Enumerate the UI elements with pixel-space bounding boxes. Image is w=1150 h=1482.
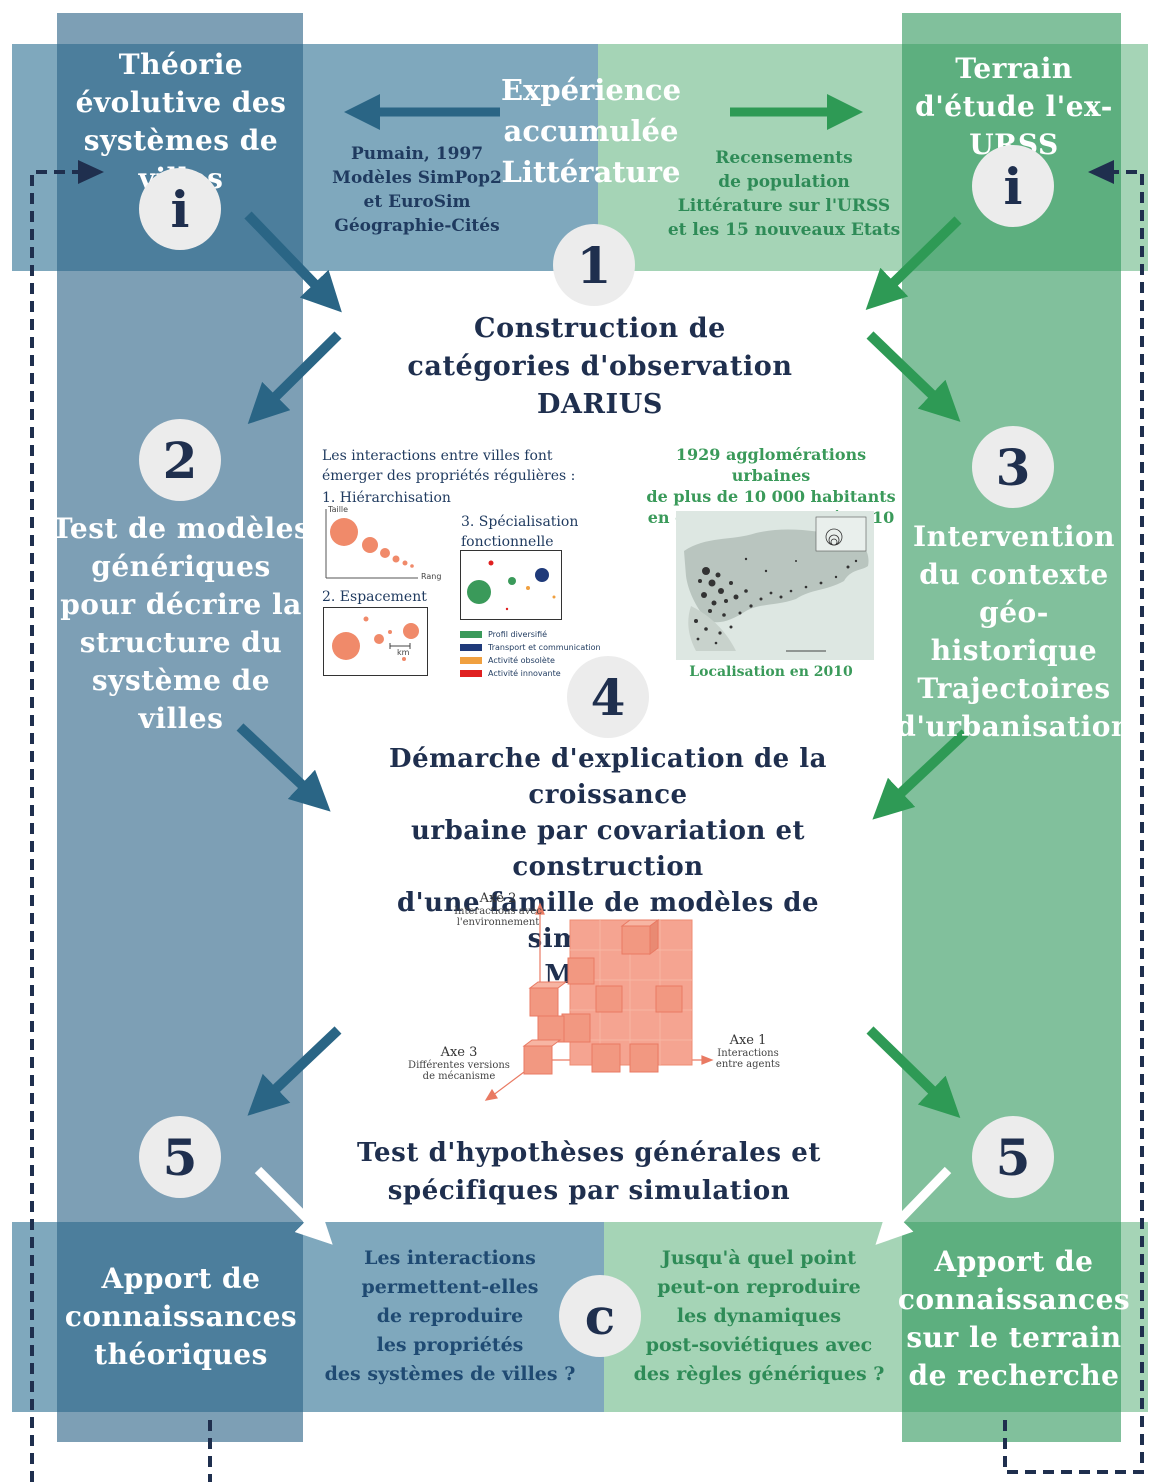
- question-right: Jusqu'à quel point peut-on reproduire le…: [633, 1247, 885, 1385]
- step-5-marker-right: 5: [972, 1116, 1054, 1198]
- step-4-marker: 4: [567, 656, 649, 738]
- feedback-loop-right: [1003, 170, 1144, 1474]
- arrow-5-to-question-left: [254, 1166, 333, 1245]
- footer-left-title: Apport de connaissances théoriques: [64, 1262, 298, 1371]
- property-2-label: 2. Espacement: [322, 589, 427, 605]
- legend-item: Activité innovante: [460, 667, 601, 680]
- step-2-marker: 2: [139, 419, 221, 501]
- specialisation-legend: Profil diversifié Transport et communica…: [460, 628, 601, 680]
- step-5-title: Test d'hypothèses générales et spécifiqu…: [357, 1138, 821, 1206]
- step-1-marker: 1: [553, 224, 635, 306]
- map-location-label: Localisation en 2010: [689, 664, 853, 680]
- info-marker-right: i: [972, 145, 1054, 227]
- arrow-i-to-1: [244, 211, 342, 313]
- arrow-4-to-5-left: [247, 1026, 342, 1116]
- header-right-references: Recensements de population Littérature s…: [667, 148, 901, 240]
- hierarchy-y-label: Taille: [328, 505, 349, 514]
- legend-item: Profil diversifié: [460, 628, 601, 641]
- question-left: Les interactions permettent-elles de rep…: [324, 1247, 576, 1385]
- header-left-title: Théorie évolutive des systèmes de villes: [75, 48, 287, 195]
- arrow-2-to-4: [236, 723, 331, 812]
- conclusion-marker: c: [559, 1275, 641, 1357]
- header-center-title: Expérience accumulée Littérature: [500, 73, 682, 189]
- spacing-plot: [323, 607, 428, 676]
- axis-2-label: Axe 2 Interactions avec l'environnement: [454, 891, 542, 929]
- left-column: [57, 13, 303, 1442]
- header-left-references: Pumain, 1997 Modèles SimPop2 et EuroSim …: [332, 144, 502, 236]
- property-1-label: 1. Hiérarchisation: [322, 490, 451, 506]
- legend-item: Transport et communication: [460, 641, 601, 654]
- property-3-label: 3. Spécialisation fonctionnelle: [461, 514, 579, 550]
- specialisation-plot: [460, 550, 562, 620]
- legend-item: Activité obsolète: [460, 654, 601, 667]
- step-5-marker-left: 5: [139, 1116, 221, 1198]
- arrow-5-to-question-right: [875, 1166, 952, 1245]
- ussr-city-map: [676, 511, 874, 660]
- arrow-i-to-1-green: [865, 216, 962, 310]
- step-2-text: Test de modèles génériques pour décrire …: [51, 512, 311, 735]
- marius-cube-diagram: [484, 902, 714, 1101]
- axis-1-label: Axe 1 Interactions entre agents: [715, 1033, 781, 1071]
- arrow-4-to-5-right: [866, 1026, 961, 1118]
- axis-3-label: Axe 3 Différentes versions de mécanisme: [408, 1045, 510, 1083]
- step-1-title: Construction de catégories d'observation…: [407, 313, 793, 420]
- hierarchy-x-label: Rang: [421, 572, 442, 581]
- arrow-3-to-4: [872, 729, 969, 820]
- properties-intro: Les interactions entre villes font émerg…: [322, 448, 576, 484]
- arrow-1-to-3: [866, 331, 961, 422]
- step-3-marker: 3: [972, 426, 1054, 508]
- hierarchy-plot: [325, 509, 418, 579]
- step-3-text: Intervention du contexte géo-historique …: [896, 520, 1132, 743]
- spacing-scale-label: km: [397, 648, 410, 657]
- arrow-1-to-2: [247, 331, 342, 425]
- right-column: [902, 13, 1121, 1442]
- footer-right-title: Apport de connaissances sur le terrain d…: [897, 1245, 1131, 1392]
- feedback-loop-left: [30, 170, 212, 1482]
- info-marker-left: i: [139, 168, 221, 250]
